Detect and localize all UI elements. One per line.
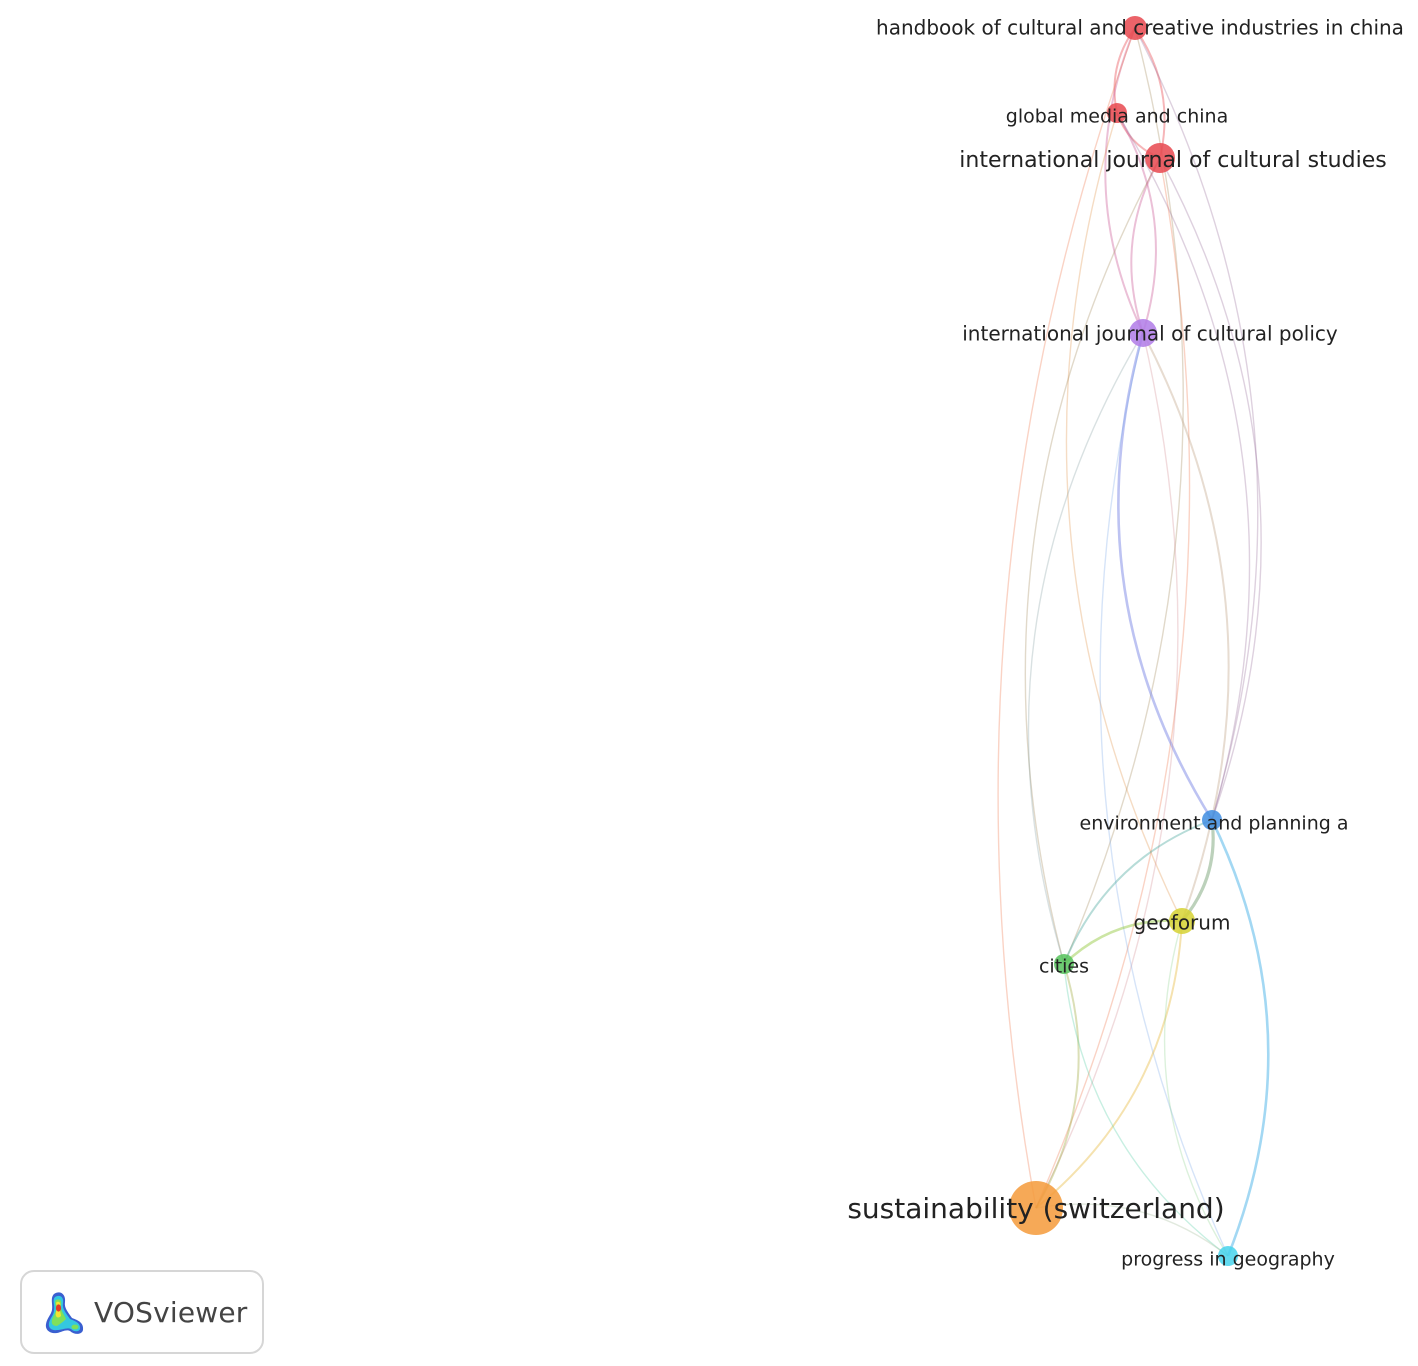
link-ijcs-ijcp [1130,157,1161,334]
node-cities[interactable] [1054,954,1074,974]
vosviewer-badge[interactable]: VOSviewer [20,1270,264,1354]
link-ijcp-geoforum [1142,332,1230,922]
link-ijcp-sustain [1035,332,1179,1209]
link-ijcs-envplan [1159,157,1262,821]
node-sustain[interactable] [1009,1181,1063,1235]
link-globalmedia-ijcp [1116,112,1157,334]
node-progress[interactable] [1218,1246,1238,1266]
node-label-envplan[interactable]: environment and planning a [1080,813,1349,835]
node-envplan[interactable] [1202,810,1222,830]
node-geoforum[interactable] [1169,908,1195,934]
link-geoforum-progress [1163,920,1229,1257]
link-cities-progress [1063,963,1229,1257]
links-layer [997,27,1270,1257]
vosviewer-label: VOSviewer [94,1295,248,1329]
node-label-globalmedia[interactable]: global media and china [1006,106,1228,128]
node-label-ijcs[interactable]: international journal of cultural studie… [959,148,1386,173]
link-envplan-cities [1063,819,1213,965]
link-handbook-ijcs [1134,27,1166,159]
link-handbook-ijcp [1104,27,1144,334]
nodes-layer [1009,16,1238,1266]
link-envplan-progress [1210,819,1270,1257]
link-geoforum-sustain [1035,920,1183,1209]
node-handbook[interactable] [1123,16,1147,40]
node-label-geoforum[interactable]: geoforum [1134,911,1231,935]
link-globalmedia-envplan [1116,112,1251,821]
link-handbook-envplan [1134,27,1259,821]
node-label-progress[interactable]: progress in geography [1121,1249,1335,1271]
node-label-cities[interactable]: cities [1039,956,1089,978]
node-label-sustain[interactable]: sustainability (switzerland) [847,1192,1224,1225]
node-label-handbook[interactable]: handbook of cultural and creative indust… [876,16,1404,40]
link-ijcs-sustain [1035,157,1191,1209]
node-ijcp[interactable] [1129,319,1157,347]
link-ijcp-progress [1099,332,1229,1257]
link-ijcp-envplan [1117,332,1214,821]
link-geoforum-cities [1063,919,1183,965]
node-label-ijcp[interactable]: international journal of cultural policy [962,322,1338,346]
node-globalmedia[interactable] [1107,103,1127,123]
link-ijcs-cities [1024,157,1161,965]
link-globalmedia-geoforum [1065,112,1183,922]
vosviewer-logo-icon [45,1292,84,1334]
link-cities-sustain [1035,963,1080,1209]
link-handbook-sustain [997,27,1136,1209]
link-handbook-globalmedia [1113,27,1136,114]
labels-layer: handbook of cultural and creative indust… [847,16,1404,1271]
link-ijcp-cities [1027,332,1144,965]
node-ijcs[interactable] [1145,143,1175,173]
